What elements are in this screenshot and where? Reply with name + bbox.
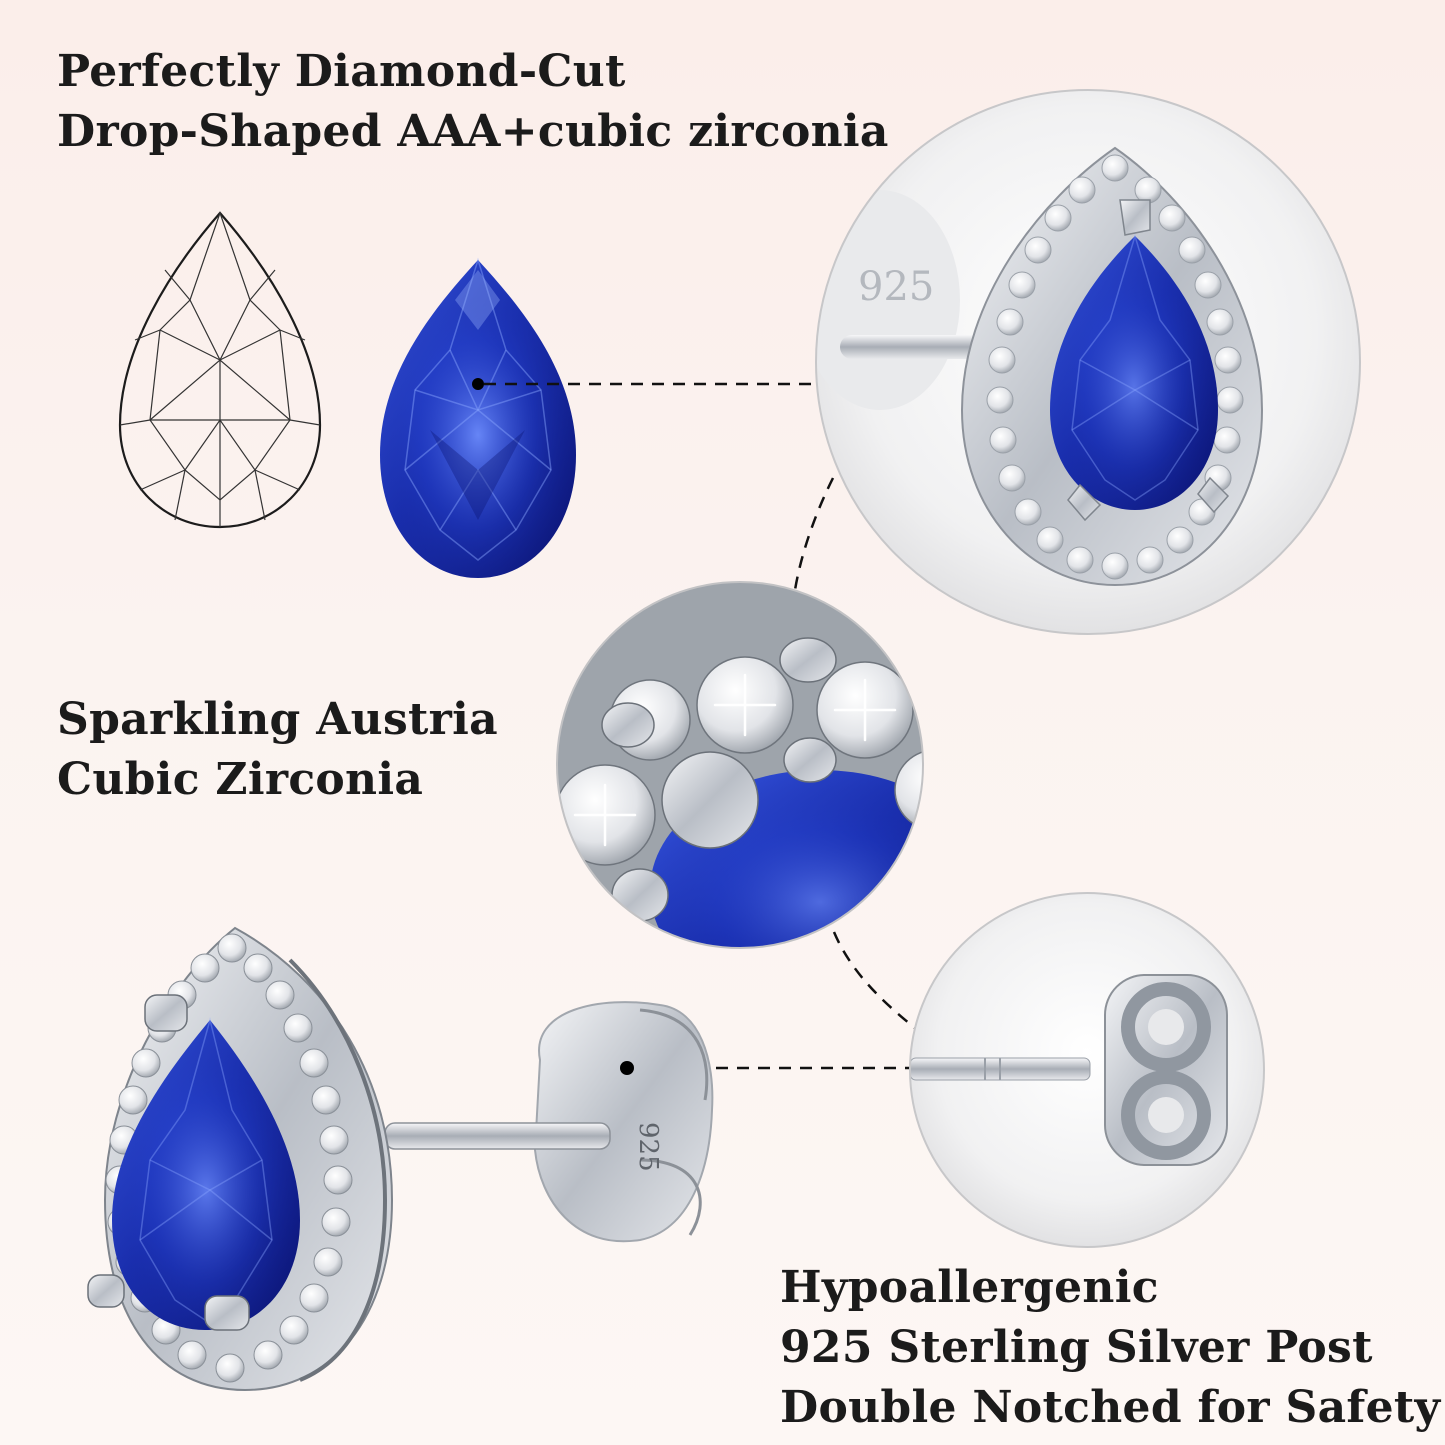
post-caption-line-2: 925 Sterling Silver Post	[780, 1322, 1373, 1373]
facet-outline-diagram	[118, 211, 322, 529]
post-closeup-circle	[909, 892, 1265, 1248]
cut-caption-line-2: Drop-Shaped AAA+cubic zirconia	[57, 106, 889, 157]
post-caption-line-1: Hypoallergenic	[780, 1262, 1159, 1313]
sparkle-caption-line-2: Cubic Zirconia	[57, 754, 424, 805]
sparkle-caption-line-1: Sparkling Austria	[57, 694, 498, 745]
sparkle-closeup-circle	[556, 581, 924, 949]
halo-closeup-circle: 925	[815, 89, 1361, 635]
stamp-925: 925	[633, 1122, 663, 1172]
post-caption: Hypoallergenic 925 Sterling Silver Post …	[780, 1258, 1440, 1438]
full-earring-view: 925	[87, 926, 714, 1392]
cut-caption: Perfectly Diamond-Cut Drop-Shaped AAA+cu…	[57, 42, 889, 162]
post-caption-line-3: Double Notched for Safety	[780, 1382, 1441, 1433]
stamp-925-circle: 925	[858, 264, 934, 310]
blue-pear-gemstone	[380, 257, 576, 578]
cut-caption-line-1: Perfectly Diamond-Cut	[57, 46, 626, 97]
sparkle-caption: Sparkling Austria Cubic Zirconia	[57, 690, 498, 810]
